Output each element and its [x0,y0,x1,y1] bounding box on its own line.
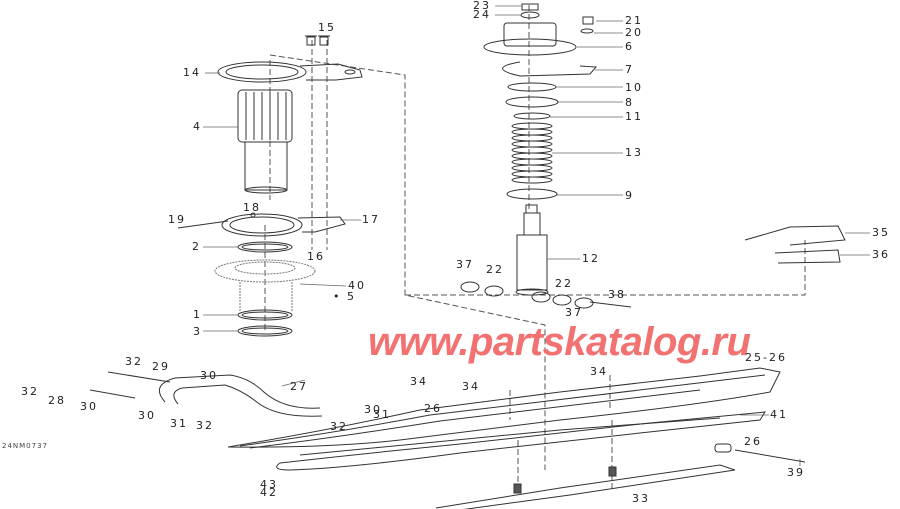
callout-39[interactable]: 39 [787,466,805,479]
callout-27[interactable]: 27 [290,380,308,393]
part-7-clip [502,61,598,77]
callout-32-c[interactable]: 32 [196,419,214,432]
callout-25-26[interactable]: 25-26 [745,351,787,364]
part-33-runner [435,464,736,509]
part-14-bracket [217,61,363,83]
part-8-washer [505,96,559,108]
callout-32-d[interactable]: 32 [330,420,348,433]
watermark: www.partskatalog.ru [368,320,751,364]
callout-37-upper[interactable]: 37 [456,258,474,271]
callout-32-b[interactable]: 32 [21,385,39,398]
part-27-handle [89,371,323,417]
callout-22-left[interactable]: 22 [486,263,504,276]
callout-19[interactable]: 19 [168,213,186,226]
part-13-spring [511,122,553,184]
assembly-guide-lines [264,5,806,490]
part-12-shock [515,204,549,296]
callout-30-c[interactable]: 30 [138,409,156,422]
part-23-nut [521,3,539,11]
part-4-column [237,89,293,194]
callout-3[interactable]: 3 [193,325,202,338]
callout-16[interactable]: 16 [307,250,325,263]
callout-30-b[interactable]: 30 [80,400,98,413]
callout-21[interactable]: 21 [625,14,643,27]
callout-32-a[interactable]: 32 [125,355,143,368]
part-10-washer [507,82,557,92]
callout-18[interactable]: 18 [243,201,261,214]
callout-5[interactable]: • 5 [333,290,356,303]
leader-lines [203,5,870,466]
callout-2[interactable]: 2 [192,240,201,253]
callout-17[interactable]: 17 [362,213,380,226]
callout-30-d[interactable]: 30 [364,403,382,416]
part-9-washer [506,188,558,200]
callout-1[interactable]: 1 [193,308,202,321]
ski-body [227,367,781,471]
callout-24[interactable]: 24 [473,8,491,21]
callout-33[interactable]: 33 [632,492,650,505]
part-3-ring [237,325,293,337]
callout-28[interactable]: 28 [48,394,66,407]
carbide-studs [513,466,617,494]
callout-35[interactable]: 35 [872,226,890,239]
callout-41[interactable]: 41 [770,408,788,421]
part-35-cover [744,225,846,246]
callout-31-a[interactable]: 31 [170,417,188,430]
callout-34-b[interactable]: 34 [462,380,480,393]
callout-15[interactable]: 15 [318,21,336,34]
callout-29[interactable]: 29 [152,360,170,373]
callout-22-right[interactable]: 22 [555,277,573,290]
part-39-bolt [714,443,806,463]
part-17-housing [177,212,346,237]
drawing-code: 24NM0737 [2,442,48,450]
callout-11[interactable]: 11 [625,110,643,123]
lower-bushings [460,281,632,309]
part-20-washer [580,28,594,34]
callout-37-lower[interactable]: 37 [565,306,583,319]
part-21-bolt [582,16,594,25]
callout-43[interactable]: 43 [260,478,278,491]
callout-42[interactable]: 42 [260,486,278,499]
callout-10[interactable]: 10 [625,81,643,94]
phantom-gear [214,259,316,312]
callout-4[interactable]: 4 [193,120,202,133]
callout-34-a[interactable]: 34 [410,375,428,388]
callout-36[interactable]: 36 [872,248,890,261]
callout-38[interactable]: 38 [608,288,626,301]
callout-14[interactable]: 14 [183,66,201,79]
callout-9[interactable]: 9 [625,189,634,202]
part-6-mount [483,22,577,56]
callout-12[interactable]: 12 [582,252,600,265]
part-36-bracket [774,249,841,264]
callout-26-b[interactable]: 26 [744,435,762,448]
callout-6[interactable]: 6 [625,40,634,53]
part-15-bolts [305,35,330,46]
callout-7[interactable]: 7 [625,63,634,76]
part-11-washer [513,112,551,120]
callout-31-b[interactable]: 31 [373,408,391,421]
callout-30-a[interactable]: 30 [200,369,218,382]
callout-26-a[interactable]: 26 [424,402,442,415]
part-24-washer [520,11,540,19]
callout-20[interactable]: 20 [625,26,643,39]
callout-34-c[interactable]: 34 [590,365,608,378]
callout-13[interactable]: 13 [625,146,643,159]
callout-23[interactable]: 23 [473,0,491,12]
callout-40[interactable]: 40 [348,279,366,292]
callout-8[interactable]: 8 [625,96,634,109]
